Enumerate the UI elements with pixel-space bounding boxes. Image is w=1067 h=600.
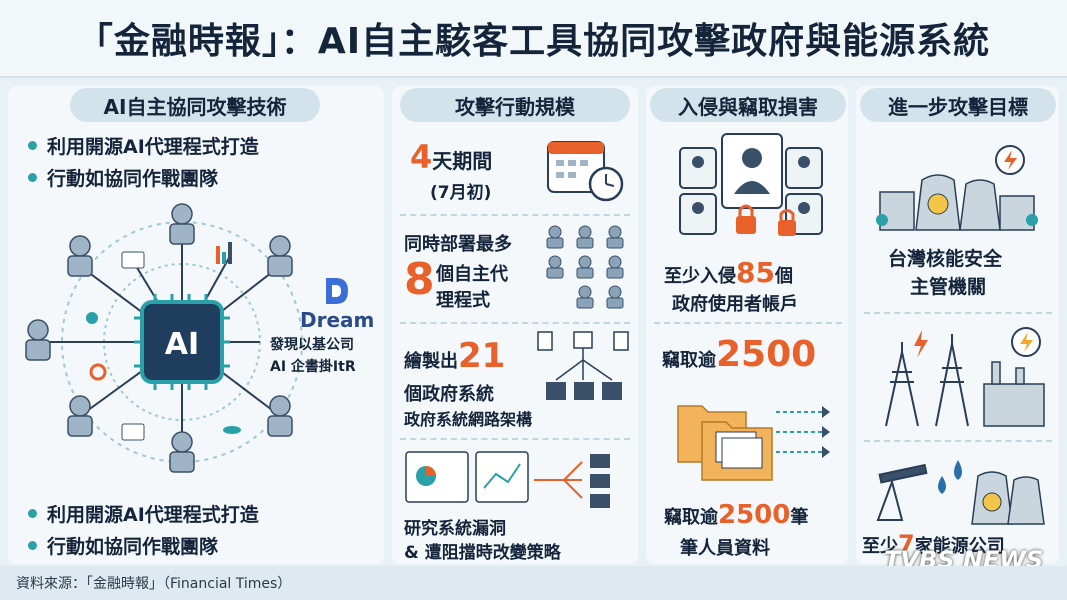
steal-number-2: 2500 bbox=[718, 500, 791, 530]
map-number: 21 bbox=[458, 336, 506, 376]
source-footer: 資料來源：「金融時報」（Financial Times） bbox=[0, 566, 1067, 600]
title-bar: 「金融時報」：AI自主駭客工具協同攻擊政府與能源系統 bbox=[0, 0, 1067, 78]
divider-c4-2 bbox=[864, 440, 1052, 442]
bullet-top-1: 利用開源AI代理程式打造 bbox=[28, 132, 259, 159]
divider-c3-1 bbox=[654, 322, 842, 324]
steal-block-1: 竊取逾2500 bbox=[662, 334, 816, 375]
col-head-ai-tech: AI自主協同攻擊技術 bbox=[70, 88, 320, 122]
accounts-prefix: 至少入侵 bbox=[664, 266, 736, 287]
duration-block: 4天期間 bbox=[410, 138, 492, 176]
accounts-suffix: 個 bbox=[774, 266, 793, 287]
bullet-bottom-2: 行動如協同作戰團隊 bbox=[28, 532, 218, 559]
page-title: 「金融時報」：AI自主駭客工具協同攻擊政府與能源系統 bbox=[76, 21, 991, 62]
bullet-top-2: 行動如協同作戰團隊 bbox=[28, 164, 218, 191]
ai-chip-icon: AI bbox=[134, 294, 230, 390]
energy-company-icon bbox=[876, 460, 1045, 525]
target-2-block: 至少7家能源公司 bbox=[862, 530, 1005, 558]
divider-c4-1 bbox=[864, 312, 1052, 314]
accounts-number: 85 bbox=[736, 256, 775, 289]
target-2-number: 7 bbox=[898, 530, 915, 558]
divider-c2-3 bbox=[400, 438, 630, 440]
agents-line-1: 同時部署最多 bbox=[404, 234, 512, 255]
map-prefix: 繪製出 bbox=[404, 351, 458, 372]
source-text: 資料來源：「金融時報」（Financial Times） bbox=[16, 576, 292, 592]
target-2-prefix: 至少 bbox=[862, 536, 898, 557]
agents-number: 8 bbox=[404, 254, 435, 305]
steal-suffix-2: 筆 bbox=[790, 507, 809, 528]
power-grid-icon bbox=[885, 327, 1045, 427]
user-accounts-icon bbox=[679, 133, 823, 236]
ai-chip-label: AI bbox=[165, 327, 199, 362]
dream-line-1: 發現以基公司 bbox=[270, 337, 354, 353]
stolen-files-icon bbox=[677, 405, 830, 481]
accounts-block: 至少入侵85個 bbox=[664, 256, 793, 289]
accounts-line-2: 政府使用者帳戶 bbox=[672, 294, 798, 315]
agent-robots-icon bbox=[546, 225, 624, 309]
target-1-line-1: 台灣核能安全 bbox=[888, 248, 1003, 270]
duration-label: 天期間 bbox=[432, 149, 493, 173]
steal-block-2: 竊取逾2500筆 bbox=[664, 500, 808, 530]
col-head-targets: 進一步攻擊目標 bbox=[860, 88, 1056, 122]
lightning-icon-2 bbox=[914, 330, 928, 358]
target-1-line-2: 主管機關 bbox=[910, 276, 987, 298]
lightning-icon-1 bbox=[995, 145, 1025, 175]
map-block: 繪製出21 bbox=[404, 336, 505, 376]
divider-c2-2 bbox=[400, 322, 630, 324]
network-map-icon bbox=[537, 331, 629, 400]
map-line-2: 個政府系統 bbox=[404, 384, 494, 405]
steal-prefix-1: 竊取逾 bbox=[662, 350, 716, 371]
agents-line-3: 理程式 bbox=[436, 290, 490, 311]
oil-drop-icons bbox=[938, 460, 962, 494]
dream-line-2: AI 企書掛ItR bbox=[270, 359, 356, 375]
target-2-suffix: 家能源公司 bbox=[914, 536, 1005, 557]
lightning-icon-3 bbox=[1011, 327, 1041, 357]
steal-prefix-2: 竊取逾 bbox=[664, 507, 718, 528]
bullet-bottom-1: 利用開源AI代理程式打造 bbox=[28, 500, 259, 527]
map-line-3: 政府系統網路架構 bbox=[404, 410, 533, 429]
nuclear-plant-icon bbox=[876, 145, 1038, 231]
vuln-line-2: & 遭阻擋時改變策略 bbox=[404, 543, 561, 563]
divider-c2-1 bbox=[400, 214, 630, 216]
duration-sub: (7月初) bbox=[430, 183, 492, 203]
dream-logo-icon bbox=[326, 278, 348, 304]
node-icons bbox=[86, 242, 241, 441]
col-head-scale: 攻擊行動規模 bbox=[400, 88, 630, 122]
steal-number-1: 2500 bbox=[716, 334, 817, 375]
robot-icons bbox=[25, 203, 293, 473]
duration-number: 4 bbox=[410, 138, 433, 176]
calendar-clock-icon bbox=[547, 141, 624, 202]
dream-brand: Dream bbox=[300, 308, 375, 332]
vuln-research-icon bbox=[405, 451, 610, 508]
lock-icons bbox=[736, 216, 796, 236]
agents-line-2: 個自主代 bbox=[436, 264, 508, 285]
col-head-damage: 入侵與竊取損害 bbox=[650, 88, 846, 122]
vuln-line-1: 研究系統漏洞 bbox=[404, 519, 506, 539]
ai-network-graphic: AI bbox=[25, 203, 303, 473]
steal-line-2: 筆人員資料 bbox=[680, 538, 770, 559]
